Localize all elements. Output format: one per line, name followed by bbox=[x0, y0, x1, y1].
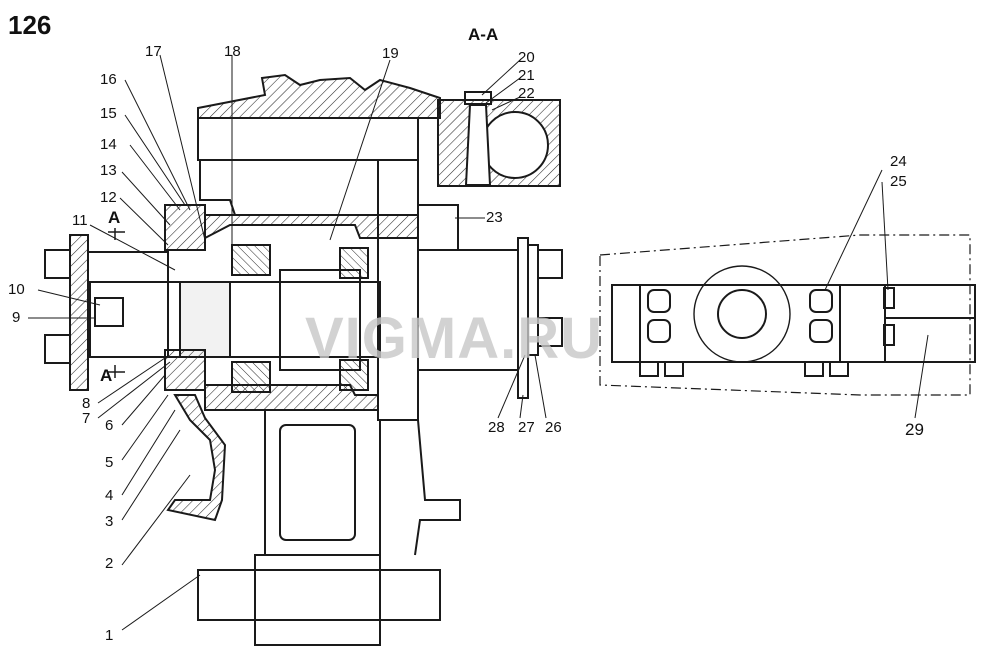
callout-7: 7 bbox=[82, 410, 91, 427]
lever-bolt-3 bbox=[809, 289, 833, 313]
lever-nut-2 bbox=[664, 361, 684, 377]
callout-15: 15 bbox=[100, 105, 117, 122]
callout-12: 12 bbox=[100, 189, 117, 206]
callout-21: 21 bbox=[518, 67, 535, 84]
wheel-top-band bbox=[197, 118, 419, 161]
callout-26: 26 bbox=[545, 419, 562, 436]
bearing-upper bbox=[231, 244, 271, 276]
callout-16: 16 bbox=[100, 71, 117, 88]
hub-outline bbox=[199, 160, 419, 216]
callout-1: 1 bbox=[105, 627, 114, 644]
bolt-top-left bbox=[44, 249, 71, 279]
lever-body bbox=[611, 284, 886, 363]
bolt-right-top bbox=[537, 249, 563, 279]
callout-14: 14 bbox=[100, 136, 117, 153]
lever-nut-3 bbox=[804, 361, 824, 377]
watermark: VIGMA.RU bbox=[305, 306, 603, 371]
hub-right-body bbox=[377, 159, 419, 421]
hub-upper-hatched bbox=[204, 214, 419, 240]
callout-28: 28 bbox=[488, 419, 505, 436]
bolt-bottom-left bbox=[44, 334, 71, 364]
plate-28 bbox=[527, 244, 539, 356]
callout-2: 2 bbox=[105, 555, 114, 572]
section-title: А-А bbox=[468, 25, 499, 44]
callout-3: 3 bbox=[105, 513, 114, 530]
section-aa-pin bbox=[481, 111, 549, 179]
seal-cover-bottom bbox=[164, 349, 206, 391]
callout-13: 13 bbox=[100, 162, 117, 179]
lever-nut-4 bbox=[829, 361, 849, 377]
lever-bolt-1 bbox=[647, 289, 671, 313]
callout-17: 17 bbox=[145, 43, 162, 60]
callout-23: 23 bbox=[486, 209, 503, 226]
callout-22: 22 bbox=[518, 85, 535, 102]
callout-25: 25 bbox=[890, 173, 907, 190]
callout-27: 27 bbox=[518, 419, 535, 436]
clamp-24 bbox=[883, 287, 895, 309]
bearing-lower bbox=[231, 361, 271, 393]
bottom-wheel-hub bbox=[254, 554, 381, 646]
left-flange bbox=[69, 234, 89, 391]
callout-11: 11 bbox=[72, 212, 88, 229]
lever-nut-1 bbox=[639, 361, 659, 377]
lever-tail bbox=[885, 284, 976, 363]
wheel-top-flange bbox=[197, 73, 441, 119]
callout-10: 10 bbox=[8, 281, 25, 298]
section-aa-wedge bbox=[464, 104, 492, 186]
callout-6: 6 bbox=[105, 417, 114, 434]
callout-19: 19 bbox=[382, 45, 399, 62]
section-mark-top: А bbox=[108, 208, 121, 227]
lever-bore bbox=[717, 289, 767, 339]
lever-boss bbox=[693, 265, 791, 363]
callout-4: 4 bbox=[105, 487, 114, 504]
bearing-right-upper bbox=[339, 247, 369, 279]
callout-9: 9 bbox=[12, 309, 21, 326]
clamp-25 bbox=[883, 324, 895, 346]
callout-5: 5 bbox=[105, 454, 114, 471]
nut-center bbox=[94, 297, 124, 327]
lower-housing-window bbox=[279, 424, 356, 541]
collar-23 bbox=[417, 204, 459, 251]
callout-20: 20 bbox=[518, 49, 535, 66]
callout-24: 24 bbox=[890, 153, 907, 170]
left-cap bbox=[87, 251, 169, 358]
shaft-inner bbox=[279, 269, 361, 371]
section-aa-bolt-head bbox=[464, 91, 492, 105]
shaft bbox=[89, 281, 381, 358]
lever-bolt-2 bbox=[647, 319, 671, 343]
callout-29: 29 bbox=[905, 420, 924, 439]
lever-outline-dashed bbox=[599, 234, 971, 396]
lower-arm bbox=[166, 394, 227, 522]
seal-cover-top bbox=[164, 204, 206, 251]
shaft-core bbox=[179, 281, 231, 358]
lever-bolt-4 bbox=[809, 319, 833, 343]
page-number: 126 bbox=[8, 10, 52, 40]
bearing-right-lower bbox=[339, 359, 369, 391]
bolt-right-bottom bbox=[537, 317, 563, 347]
callout-18: 18 bbox=[224, 43, 241, 60]
bottom-wheel bbox=[197, 569, 441, 621]
section-mark-bottom: А bbox=[100, 366, 113, 385]
callout-8: 8 bbox=[82, 395, 91, 412]
lower-housing bbox=[225, 409, 461, 556]
